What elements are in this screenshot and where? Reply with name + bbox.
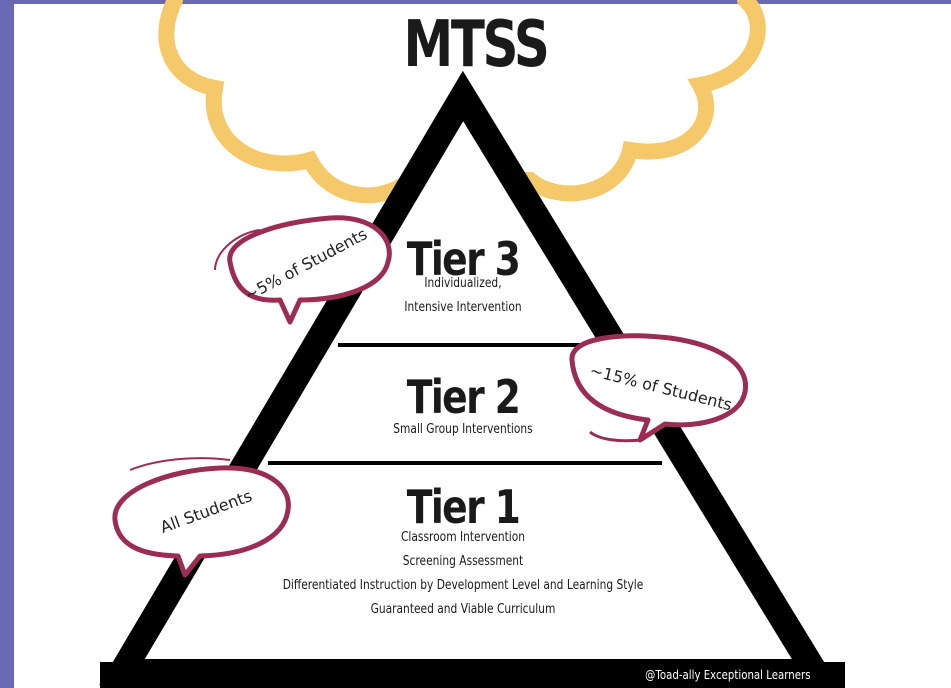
- callout-bubble-tier1: [112, 457, 291, 578]
- tier3-line-2: Intensive Intervention: [404, 300, 522, 315]
- tier1-description: Classroom Intervention Screening Assessm…: [213, 526, 713, 622]
- tier2-line-1: Small Group Interventions: [393, 422, 533, 437]
- tier1-name: Tier 1: [406, 480, 521, 534]
- tier2-description: Small Group Interventions: [313, 418, 613, 442]
- diagram-title: MTSS: [403, 8, 549, 82]
- tier3-block: Tier 3: [363, 236, 563, 282]
- pyramid-base-band: [100, 662, 845, 688]
- tier3-name: Tier 3: [406, 232, 521, 286]
- tier1-line-1: Classroom Intervention: [400, 530, 526, 545]
- tier3-line-1: Individualized,: [424, 276, 502, 291]
- callout-bubble-tier2: [569, 333, 749, 443]
- tier2-name: Tier 2: [406, 370, 521, 424]
- tier3-description: Individualized, Intensive Intervention: [363, 272, 563, 320]
- tier1-line-4: Guaranteed and Viable Curriculum: [370, 602, 556, 617]
- cloud-shape: [158, 0, 766, 204]
- callout-bubble-tier3: [214, 215, 392, 325]
- tier1-block: Tier 1: [363, 484, 563, 530]
- tier2-block: Tier 2: [363, 374, 563, 420]
- tier1-line-3: Differentiated Instruction by Developmen…: [282, 578, 644, 593]
- tier1-line-2: Screening Assessment: [402, 554, 524, 569]
- watermark: @Toad-ally Exceptional Learners: [645, 668, 811, 682]
